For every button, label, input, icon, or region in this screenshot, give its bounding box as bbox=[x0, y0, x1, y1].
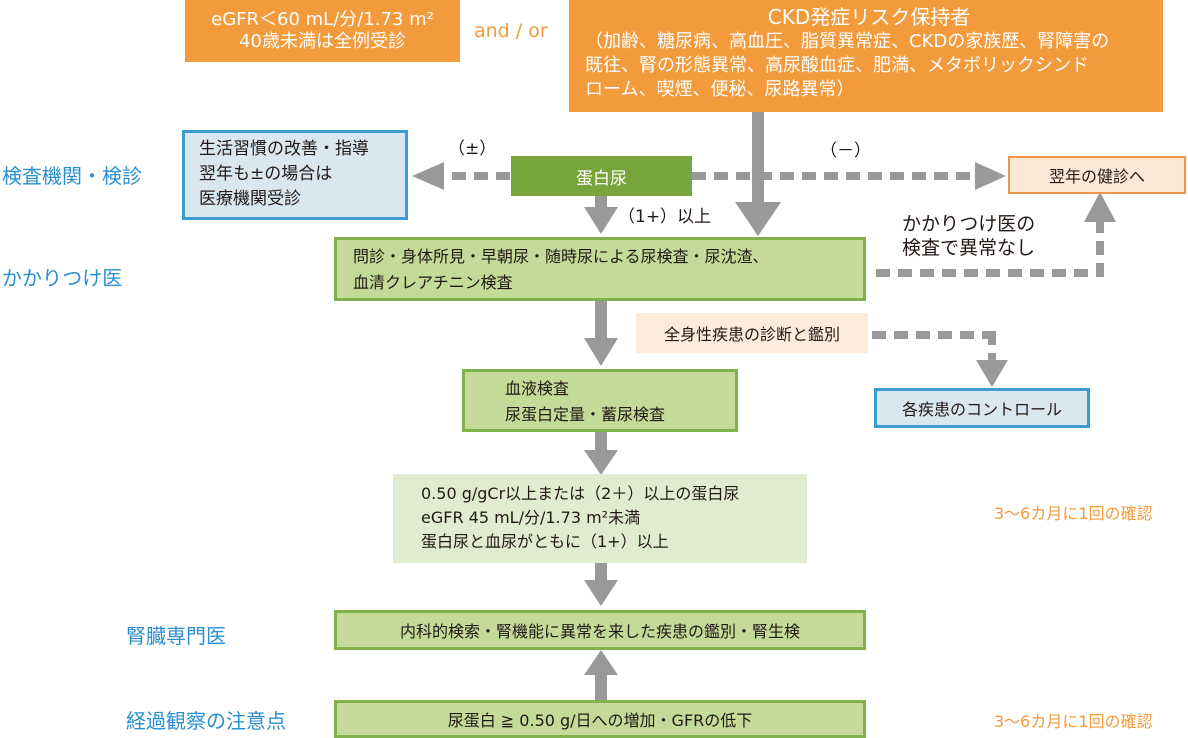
systemic-diagnosis-label: 全身性疾患の診断と鑑別 bbox=[663, 325, 840, 344]
next-year-label: 翌年の健診へ bbox=[1048, 167, 1145, 186]
criteria-line1: 0.50 g/gCr以上または（2＋）以上の蛋白尿 bbox=[421, 484, 740, 503]
disease-control-box: 各疾患のコントロール bbox=[874, 388, 1090, 428]
egfr-box: eGFR＜60 mL/分/1.73 m² 40歳未満は全例受診 bbox=[185, 0, 460, 62]
risk-box-line1: （加齢、糖尿病、高血圧、脂質異常症、CKDの家族歴、腎障害の bbox=[585, 31, 1110, 52]
disease-control-label: 各疾患のコントロール bbox=[901, 400, 1062, 419]
side-label-followup: 経過観察の注意点 bbox=[126, 709, 286, 733]
arrow-blood-to-criteria bbox=[584, 432, 618, 475]
risk-box-line2: 既往、腎の形態異常、高尿酸血症、肥満、メタボリックシンド bbox=[585, 55, 1089, 76]
family-exam-box: 問診・身体所見・早朝尿・随時尿による尿検査・尿沈渣、 血清クレアチニン検査 bbox=[334, 237, 866, 301]
arrow-exam-to-next-year bbox=[876, 192, 1116, 277]
interval-note-1: 3～6カ月に1回の確認 bbox=[994, 504, 1153, 523]
edge-label-minus: （－） bbox=[820, 141, 871, 161]
side-label-screening: 検査機関・検診 bbox=[2, 164, 142, 188]
family-exam-line1: 問診・身体所見・早朝尿・随時尿による尿検査・尿沈渣、 bbox=[353, 247, 769, 266]
arrow-proteinuria-to-exam bbox=[584, 195, 618, 234]
arrow-proteinuria-to-next-year bbox=[692, 162, 1006, 190]
lifestyle-line2: 翌年も±の場合は bbox=[199, 164, 333, 184]
arrow-proteinuria-to-lifestyle bbox=[412, 162, 510, 190]
followup-box: 尿蛋白 ≧ 0.50 g/日への増加・GFRの低下 bbox=[334, 700, 866, 738]
systemic-diagnosis-box: 全身性疾患の診断と鑑別 bbox=[636, 313, 868, 353]
blood-test-box: 血液検査 尿蛋白定量・蓄尿検査 bbox=[462, 369, 738, 432]
arrow-systemic-to-control bbox=[872, 331, 1008, 387]
side-label-nephrologist: 腎臓専門医 bbox=[126, 624, 226, 648]
lifestyle-box: 生活習慣の改善・指導 翌年も±の場合は 医療機関受診 bbox=[182, 130, 408, 220]
next-year-box: 翌年の健診へ bbox=[1008, 156, 1186, 194]
blood-test-line2: 尿蛋白定量・蓄尿検査 bbox=[505, 405, 666, 424]
and-or-label: and / or bbox=[474, 20, 548, 42]
followup-label: 尿蛋白 ≧ 0.50 g/日への増加・GFRの低下 bbox=[447, 711, 753, 730]
edge-label-no-abnormality: かかりつけ医の 検査で異常なし bbox=[902, 212, 1035, 260]
blood-test-line1: 血液検査 bbox=[505, 379, 570, 398]
family-exam-line2: 血清クレアチニン検査 bbox=[353, 273, 513, 292]
egfr-box-line2: 40歳未満は全例受診 bbox=[239, 31, 406, 52]
risk-box-title: CKD発症リスク保持者 bbox=[767, 5, 971, 29]
edge-label-plus-minus: （±） bbox=[448, 139, 497, 159]
specialist-box: 内科的検索・腎機能に異常を来した疾患の鑑別・腎生検 bbox=[334, 610, 866, 650]
criteria-line3: 蛋白尿と血尿がともに（1+）以上 bbox=[421, 532, 669, 551]
specialist-label: 内科的検索・腎機能に異常を来した疾患の鑑別・腎生検 bbox=[399, 622, 800, 641]
arrow-risk-to-exam bbox=[735, 112, 781, 236]
proteinuria-label: 蛋白尿 bbox=[576, 168, 627, 189]
edge-label-one-plus: （1+）以上 bbox=[618, 207, 712, 227]
lifestyle-line1: 生活習慣の改善・指導 bbox=[199, 139, 369, 159]
proteinuria-node: 蛋白尿 bbox=[511, 156, 692, 196]
arrow-criteria-to-specialist bbox=[584, 563, 618, 606]
side-label-family-doctor: かかりつけ医 bbox=[2, 266, 123, 290]
arrow-exam-to-blood bbox=[584, 301, 618, 366]
interval-note-2: 3～6カ月に1回の確認 bbox=[994, 712, 1153, 731]
risk-box: CKD発症リスク保持者 （加齢、糖尿病、高血圧、脂質異常症、CKDの家族歴、腎障… bbox=[569, 0, 1163, 112]
no-abnormality-line1: かかりつけ医の bbox=[902, 213, 1036, 235]
referral-criteria-box: 0.50 g/gCr以上または（2＋）以上の蛋白尿 eGFR 45 mL/分/1… bbox=[393, 474, 807, 563]
lifestyle-line3: 医療機関受診 bbox=[199, 189, 301, 209]
no-abnormality-line2: 検査で異常なし bbox=[902, 237, 1036, 259]
criteria-line2: eGFR 45 mL/分/1.73 m²未満 bbox=[421, 508, 641, 527]
egfr-box-line1: eGFR＜60 mL/分/1.73 m² bbox=[211, 9, 434, 30]
arrow-followup-to-specialist bbox=[584, 650, 618, 703]
risk-box-line3: ローム、喫煙、便秘、尿路異常） bbox=[585, 79, 855, 100]
